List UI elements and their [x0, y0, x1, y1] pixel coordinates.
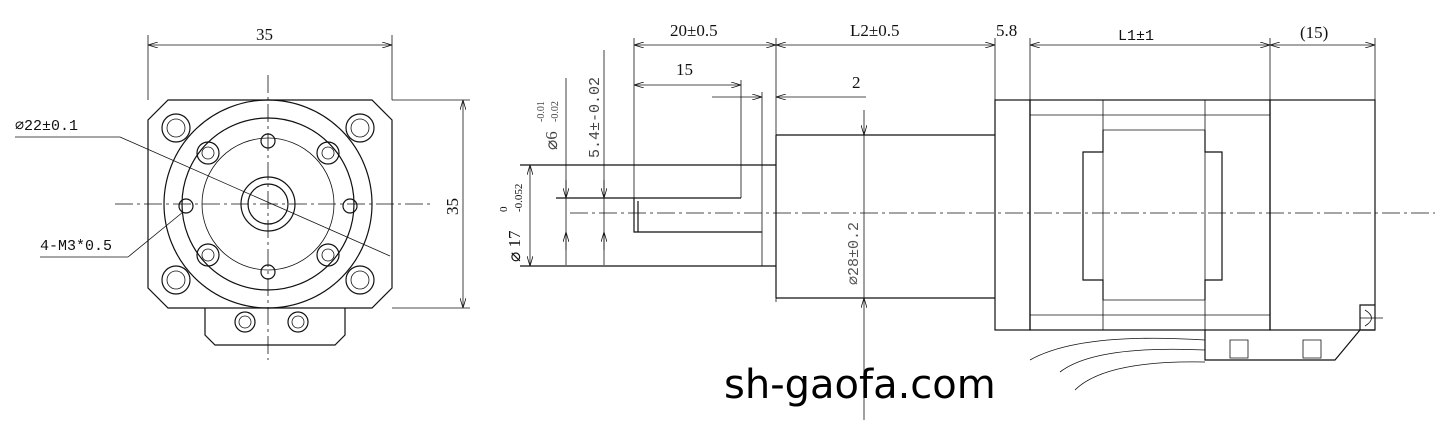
body-diameter-dim: ⌀28±0.2	[846, 222, 863, 285]
shaft-tol-upper: -0.01	[536, 101, 547, 122]
flat-depth-dim: 5.4±-0.02	[587, 77, 604, 158]
mounting-holes-label: 4-M3*0.5	[40, 238, 112, 255]
shaft-diameter-dim: ⌀6	[542, 131, 561, 150]
pilot-tol-upper: 0	[498, 206, 510, 212]
shaft-length-dim: 20±0.5	[670, 21, 718, 40]
pilot-diameter-dim: ⌀ 17	[505, 230, 524, 262]
end-cap-dim: (15)	[1300, 23, 1328, 42]
key-offset-dim: 2	[852, 73, 861, 92]
connector-housing	[204, 308, 346, 346]
motor-length-dim: L1±1	[1118, 28, 1154, 45]
square-flange	[147, 99, 393, 309]
diameter-leader	[119, 136, 391, 257]
hole-leader	[127, 211, 184, 258]
watermark: sh-gaofa.com	[724, 362, 996, 408]
side-view: 20±0.5 L2±0.5 5.8 L1±1 (15) 15 2	[498, 21, 1435, 420]
gear-screws	[196, 141, 340, 267]
front-view: 35 35	[15, 25, 470, 360]
corner-screws	[161, 113, 375, 295]
gearbox-length-dim: L2±0.5	[850, 21, 899, 40]
key-length-dim: 15	[676, 60, 693, 79]
width-dimension: 35	[256, 25, 273, 44]
flange-thickness-dim: 5.8	[996, 21, 1017, 40]
shaft-tol-lower: -0.02	[550, 101, 561, 122]
height-dimension: 35	[443, 198, 462, 215]
pilot-diameter-label: ⌀22±0.1	[15, 118, 78, 135]
pilot-tol-lower: -0.052	[513, 184, 525, 212]
